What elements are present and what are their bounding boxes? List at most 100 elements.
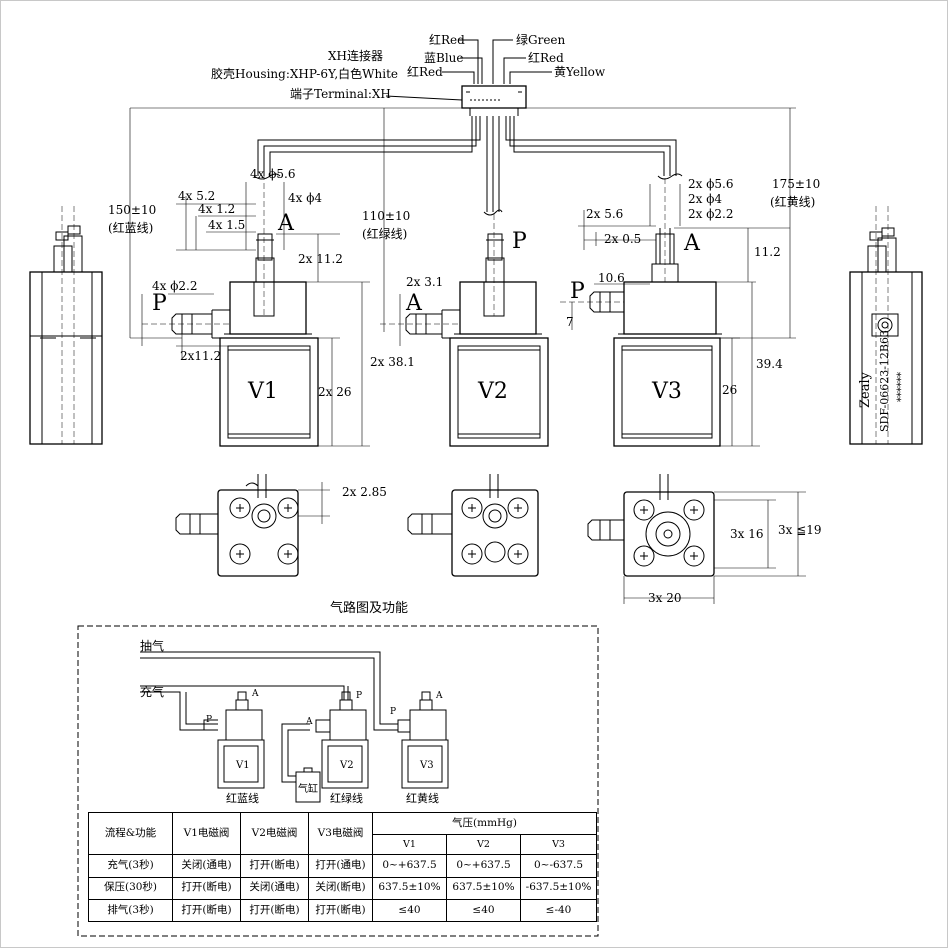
table-cell: 打开(通电) bbox=[308, 854, 373, 878]
valve-label-v3: V3 bbox=[651, 379, 682, 404]
dim: 39.4 bbox=[756, 357, 783, 371]
wire-label: 红Red bbox=[528, 50, 564, 65]
header-pressure: 气压(mmHg) bbox=[371, 811, 598, 836]
top-view-v3 bbox=[587, 474, 806, 604]
wire-label: 黄Yellow bbox=[554, 65, 606, 79]
part-number: SDF-06623-12B63 bbox=[878, 330, 891, 432]
top-view-v2 bbox=[407, 474, 539, 577]
port-label-p: P bbox=[206, 715, 212, 725]
circuit-title: 气路图及功能 bbox=[330, 600, 408, 616]
table-row: 充气(3秒) 关闭(通电) 打开(断电) 打开(通电) 0~+637.5 0~+… bbox=[88, 854, 598, 878]
circuit-wire-label: 红绿线 bbox=[330, 791, 363, 805]
table-cell: 保压(30秒) bbox=[88, 876, 173, 900]
table-row: 排气(3秒) 打开(断电) 打开(断电) 打开(断电) ≤40 ≤40 ≤-40 bbox=[88, 898, 598, 923]
pneumatic-circuit bbox=[77, 625, 599, 937]
dim: 2x 26 bbox=[318, 385, 352, 399]
port-label-p: P bbox=[390, 707, 396, 717]
wire-length-v1: 150±10 bbox=[108, 203, 156, 217]
dim: 4x 1.5 bbox=[208, 218, 245, 232]
brand-logo: Zealy bbox=[858, 371, 873, 408]
port-label-p: P bbox=[570, 279, 585, 304]
port-label-a: A bbox=[405, 291, 423, 316]
circuit-valve-v2: V2 bbox=[339, 760, 354, 771]
wire-length-labels: 150±10 (红蓝线) 110±10 (红绿线) 175±10 (红黄线) bbox=[108, 177, 820, 241]
dim: 2x 2.85 bbox=[342, 485, 387, 499]
dim: 4x 5.2 bbox=[178, 189, 215, 203]
wire-length-v1-note: (红蓝线) bbox=[108, 220, 153, 235]
dim: 2x 5.6 bbox=[586, 207, 623, 221]
valve-v3-front bbox=[560, 178, 790, 447]
dim: 7 bbox=[566, 315, 574, 329]
wire-label: 红Red bbox=[407, 64, 443, 79]
side-view-right bbox=[849, 206, 923, 445]
dim: 3x 20 bbox=[648, 591, 682, 605]
valve-label-v2: V2 bbox=[477, 379, 508, 404]
port-label-a: A bbox=[683, 231, 701, 256]
side-marking: Zealy SDF-06623-12B63 ****** bbox=[858, 330, 907, 432]
valve-v1-labels: 4x ϕ5.6 4x ϕ4 4x 5.2 4x 1.2 4x 1.5 4x ϕ2… bbox=[152, 167, 415, 404]
connector-labels: 红Red 蓝Blue 红Red 绿Green 红Red 黄Yellow XH连接… bbox=[211, 32, 606, 101]
flow-function-table: 流程&功能 V1电磁阀 V2电磁阀 V3电磁阀 气压(mmHg) V1 V2 V… bbox=[88, 811, 598, 923]
header-v1: V1电磁阀 bbox=[172, 811, 241, 856]
wire-length-v2-note: (红绿线) bbox=[362, 226, 407, 241]
port-label-a: A bbox=[251, 689, 259, 699]
table-cell: 打开(断电) bbox=[308, 898, 373, 923]
port-label-p: P bbox=[152, 291, 167, 316]
table-cell: 打开(断电) bbox=[172, 898, 241, 923]
dim: 2x 38.1 bbox=[370, 355, 415, 369]
port-label-a: A bbox=[277, 211, 295, 236]
dim: 10.6 bbox=[598, 271, 625, 285]
wire-length-v3: 175±10 bbox=[772, 177, 820, 191]
circuit-valve-v3: V3 bbox=[419, 760, 434, 771]
port-label-a: A bbox=[435, 691, 443, 701]
dim: 2x11.2 bbox=[180, 349, 221, 363]
table-cell: 关闭(通电) bbox=[172, 854, 241, 878]
table-row: 保压(30秒) 打开(断电) 关闭(通电) 关闭(断电) 637.5±10% 6… bbox=[88, 876, 598, 900]
wire-label: 蓝Blue bbox=[424, 51, 464, 65]
valve-v3-labels: 2x ϕ5.6 2x ϕ4 2x ϕ2.2 2x 5.6 2x 0.5 10.6… bbox=[566, 177, 783, 404]
table-cell: ≤-40 bbox=[519, 898, 598, 923]
table-cell: 637.5±10% bbox=[372, 876, 447, 900]
table-cell: 637.5±10% bbox=[446, 876, 521, 900]
dim: 4x 1.2 bbox=[198, 202, 235, 216]
dim: 2x 11.2 bbox=[298, 252, 343, 266]
connector-terminal: 端子Terminal:XH bbox=[290, 87, 391, 101]
table-cell: 关闭(断电) bbox=[308, 876, 373, 900]
dim: 2x ϕ4 bbox=[688, 192, 722, 206]
serial-stars: ****** bbox=[896, 372, 907, 402]
side-view-left bbox=[29, 206, 103, 445]
header-v3: V3电磁阀 bbox=[308, 811, 373, 856]
table-cell: 0~+637.5 bbox=[372, 854, 447, 878]
table-cell: ≤40 bbox=[372, 898, 447, 923]
table-cell: 0~-637.5 bbox=[519, 854, 598, 878]
table-cell: 打开(断电) bbox=[240, 854, 309, 878]
dim: 26 bbox=[722, 383, 737, 397]
wire-length-v2: 110±10 bbox=[362, 209, 410, 223]
dim: 4x ϕ5.6 bbox=[250, 167, 295, 181]
table-cell: 打开(断电) bbox=[172, 876, 241, 900]
header-flow: 流程&功能 bbox=[88, 811, 173, 856]
table-cell: -637.5±10% bbox=[519, 876, 598, 900]
pressure-sub-v2: V2 bbox=[446, 834, 521, 856]
wire-label: 绿Green bbox=[516, 32, 566, 47]
dim: 3x ≦19 bbox=[778, 523, 822, 537]
port-label-p: P bbox=[512, 229, 527, 254]
dim: 11.2 bbox=[754, 245, 781, 259]
dim: 4x ϕ2.2 bbox=[152, 279, 197, 293]
pressure-sub-v3: V3 bbox=[519, 834, 598, 856]
valve-v2-front bbox=[380, 214, 549, 447]
dim: 2x ϕ5.6 bbox=[688, 177, 733, 191]
dim: 2x 3.1 bbox=[406, 275, 443, 289]
table-cell: 0~+637.5 bbox=[446, 854, 521, 878]
table-cell: ≤40 bbox=[446, 898, 521, 923]
table-cell: 打开(断电) bbox=[240, 898, 309, 923]
dim: 4x ϕ4 bbox=[288, 191, 322, 205]
valve-v1-front bbox=[141, 174, 370, 447]
table-cell: 排气(3秒) bbox=[88, 898, 173, 923]
circuit-labels: 抽气 充气 A P P A A P V1 V2 V3 气缸 红蓝线 红绿线 红黄… bbox=[140, 638, 443, 805]
circuit-wire-label: 红蓝线 bbox=[226, 791, 259, 805]
dim: 3x 16 bbox=[730, 527, 764, 541]
top-view-v1 bbox=[175, 474, 330, 577]
